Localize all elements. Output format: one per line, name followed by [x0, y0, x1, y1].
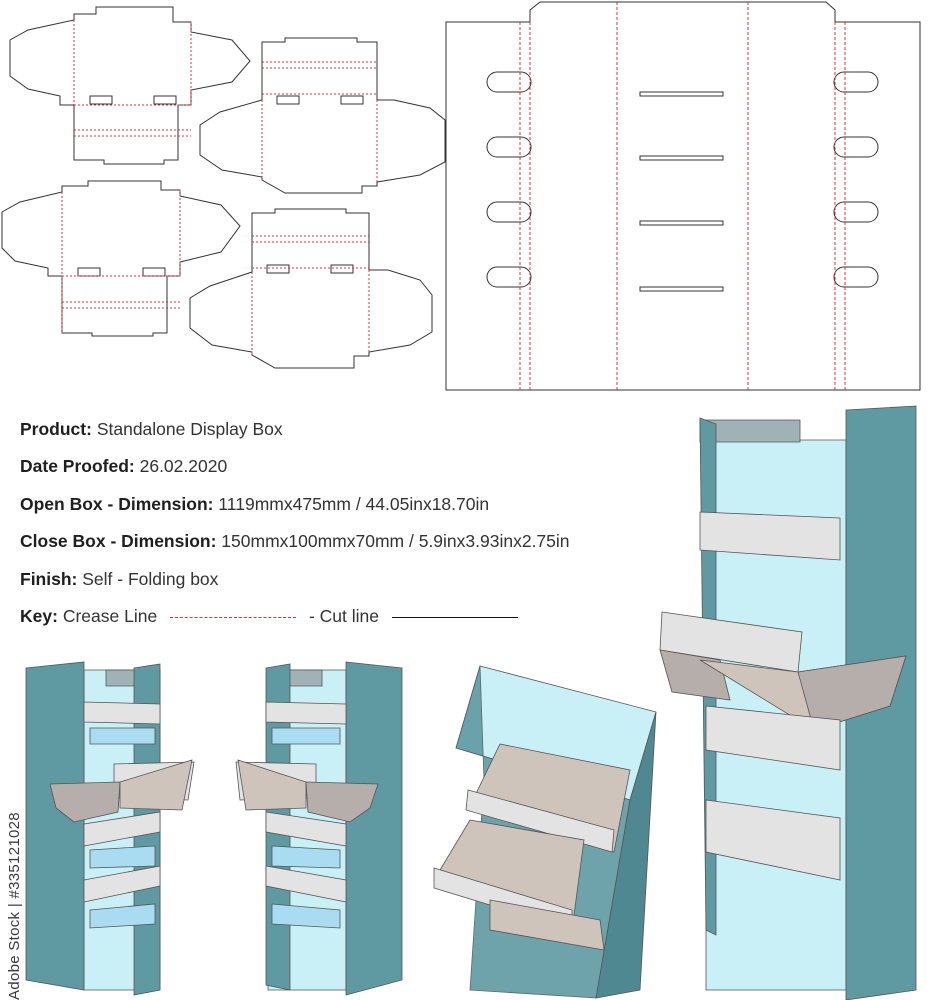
product-value: Standalone Display Box [96, 419, 283, 439]
open-dimension-line: Open Box - Dimension: 1119mmx475mm / 44.… [20, 494, 489, 514]
display-3d-front-right [235, 661, 403, 996]
display-3d-large [659, 405, 917, 1000]
date-line: Date Proofed: 26.02.2020 [20, 456, 227, 476]
close-dimension-line: Close Box - Dimension: 150mmx100mmx70mm … [20, 531, 570, 551]
finish-line: Finish: Self - Folding box [20, 569, 218, 589]
finish-value: Self - Folding box [82, 569, 219, 589]
small-box-dieline-1 [9, 6, 251, 165]
close-dimension-value: 150mmx100mmx70mm / 5.9inx3.93inx2.75in [221, 531, 570, 551]
close-dimension-label: Close Box - Dimension: [20, 531, 217, 551]
key-line: Key: Crease Line - Cut line [20, 606, 526, 626]
date-value: 26.02.2020 [139, 456, 228, 476]
finish-label: Finish: [20, 569, 78, 589]
small-box-dieline-4 [189, 208, 433, 369]
small-box-dieline-2 [199, 37, 446, 194]
date-label: Date Proofed: [20, 456, 135, 476]
open-dimension-value: 1119mmx475mm / 44.05inx18.70in [218, 494, 490, 514]
cut-line-sample [391, 616, 518, 618]
crease-line-sample [170, 616, 297, 618]
key-crease-label: Crease Line [62, 606, 158, 626]
display-3d-perspective [433, 665, 657, 999]
product-label: Product: [20, 419, 92, 439]
display-3d-front-left [25, 661, 195, 996]
product-line: Product: Standalone Display Box [20, 419, 283, 439]
open-dimension-label: Open Box - Dimension: [20, 494, 214, 514]
stock-id-text: Adobe Stock | #335121028 [6, 812, 23, 1000]
display-dieline [445, 1, 921, 391]
small-box-dieline-3 [1, 180, 241, 337]
key-label: Key: [20, 606, 58, 626]
key-cut-label: - Cut line [308, 606, 379, 626]
